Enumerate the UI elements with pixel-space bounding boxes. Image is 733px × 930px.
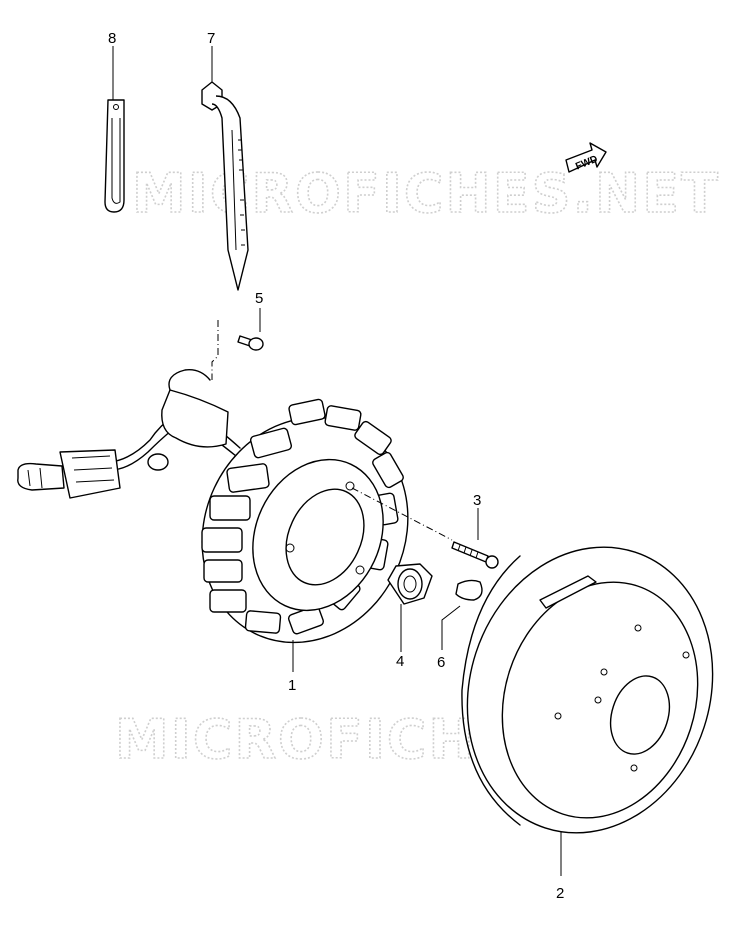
callout-7: 7 [207, 30, 215, 47]
callout-8: 8 [108, 30, 116, 47]
callout-1: 1 [288, 677, 296, 694]
stator-part-1 [201, 398, 453, 672]
callout-6: 6 [437, 654, 445, 671]
clamp-part-8 [104, 46, 125, 213]
key-part-6 [441, 579, 483, 650]
callout-2: 2 [556, 885, 564, 902]
cable-tie-part-7 [201, 46, 249, 291]
rotor-part-2 [461, 546, 714, 876]
bolt-part-3 [451, 508, 499, 569]
nut-part-4 [387, 563, 433, 652]
callout-4: 4 [396, 653, 404, 670]
callout-5: 5 [255, 290, 263, 307]
screw-part-5 [211, 308, 264, 380]
wire-harness [17, 369, 241, 499]
callout-3: 3 [473, 492, 481, 509]
watermark-top: MICROFICHES.NET [132, 162, 720, 225]
